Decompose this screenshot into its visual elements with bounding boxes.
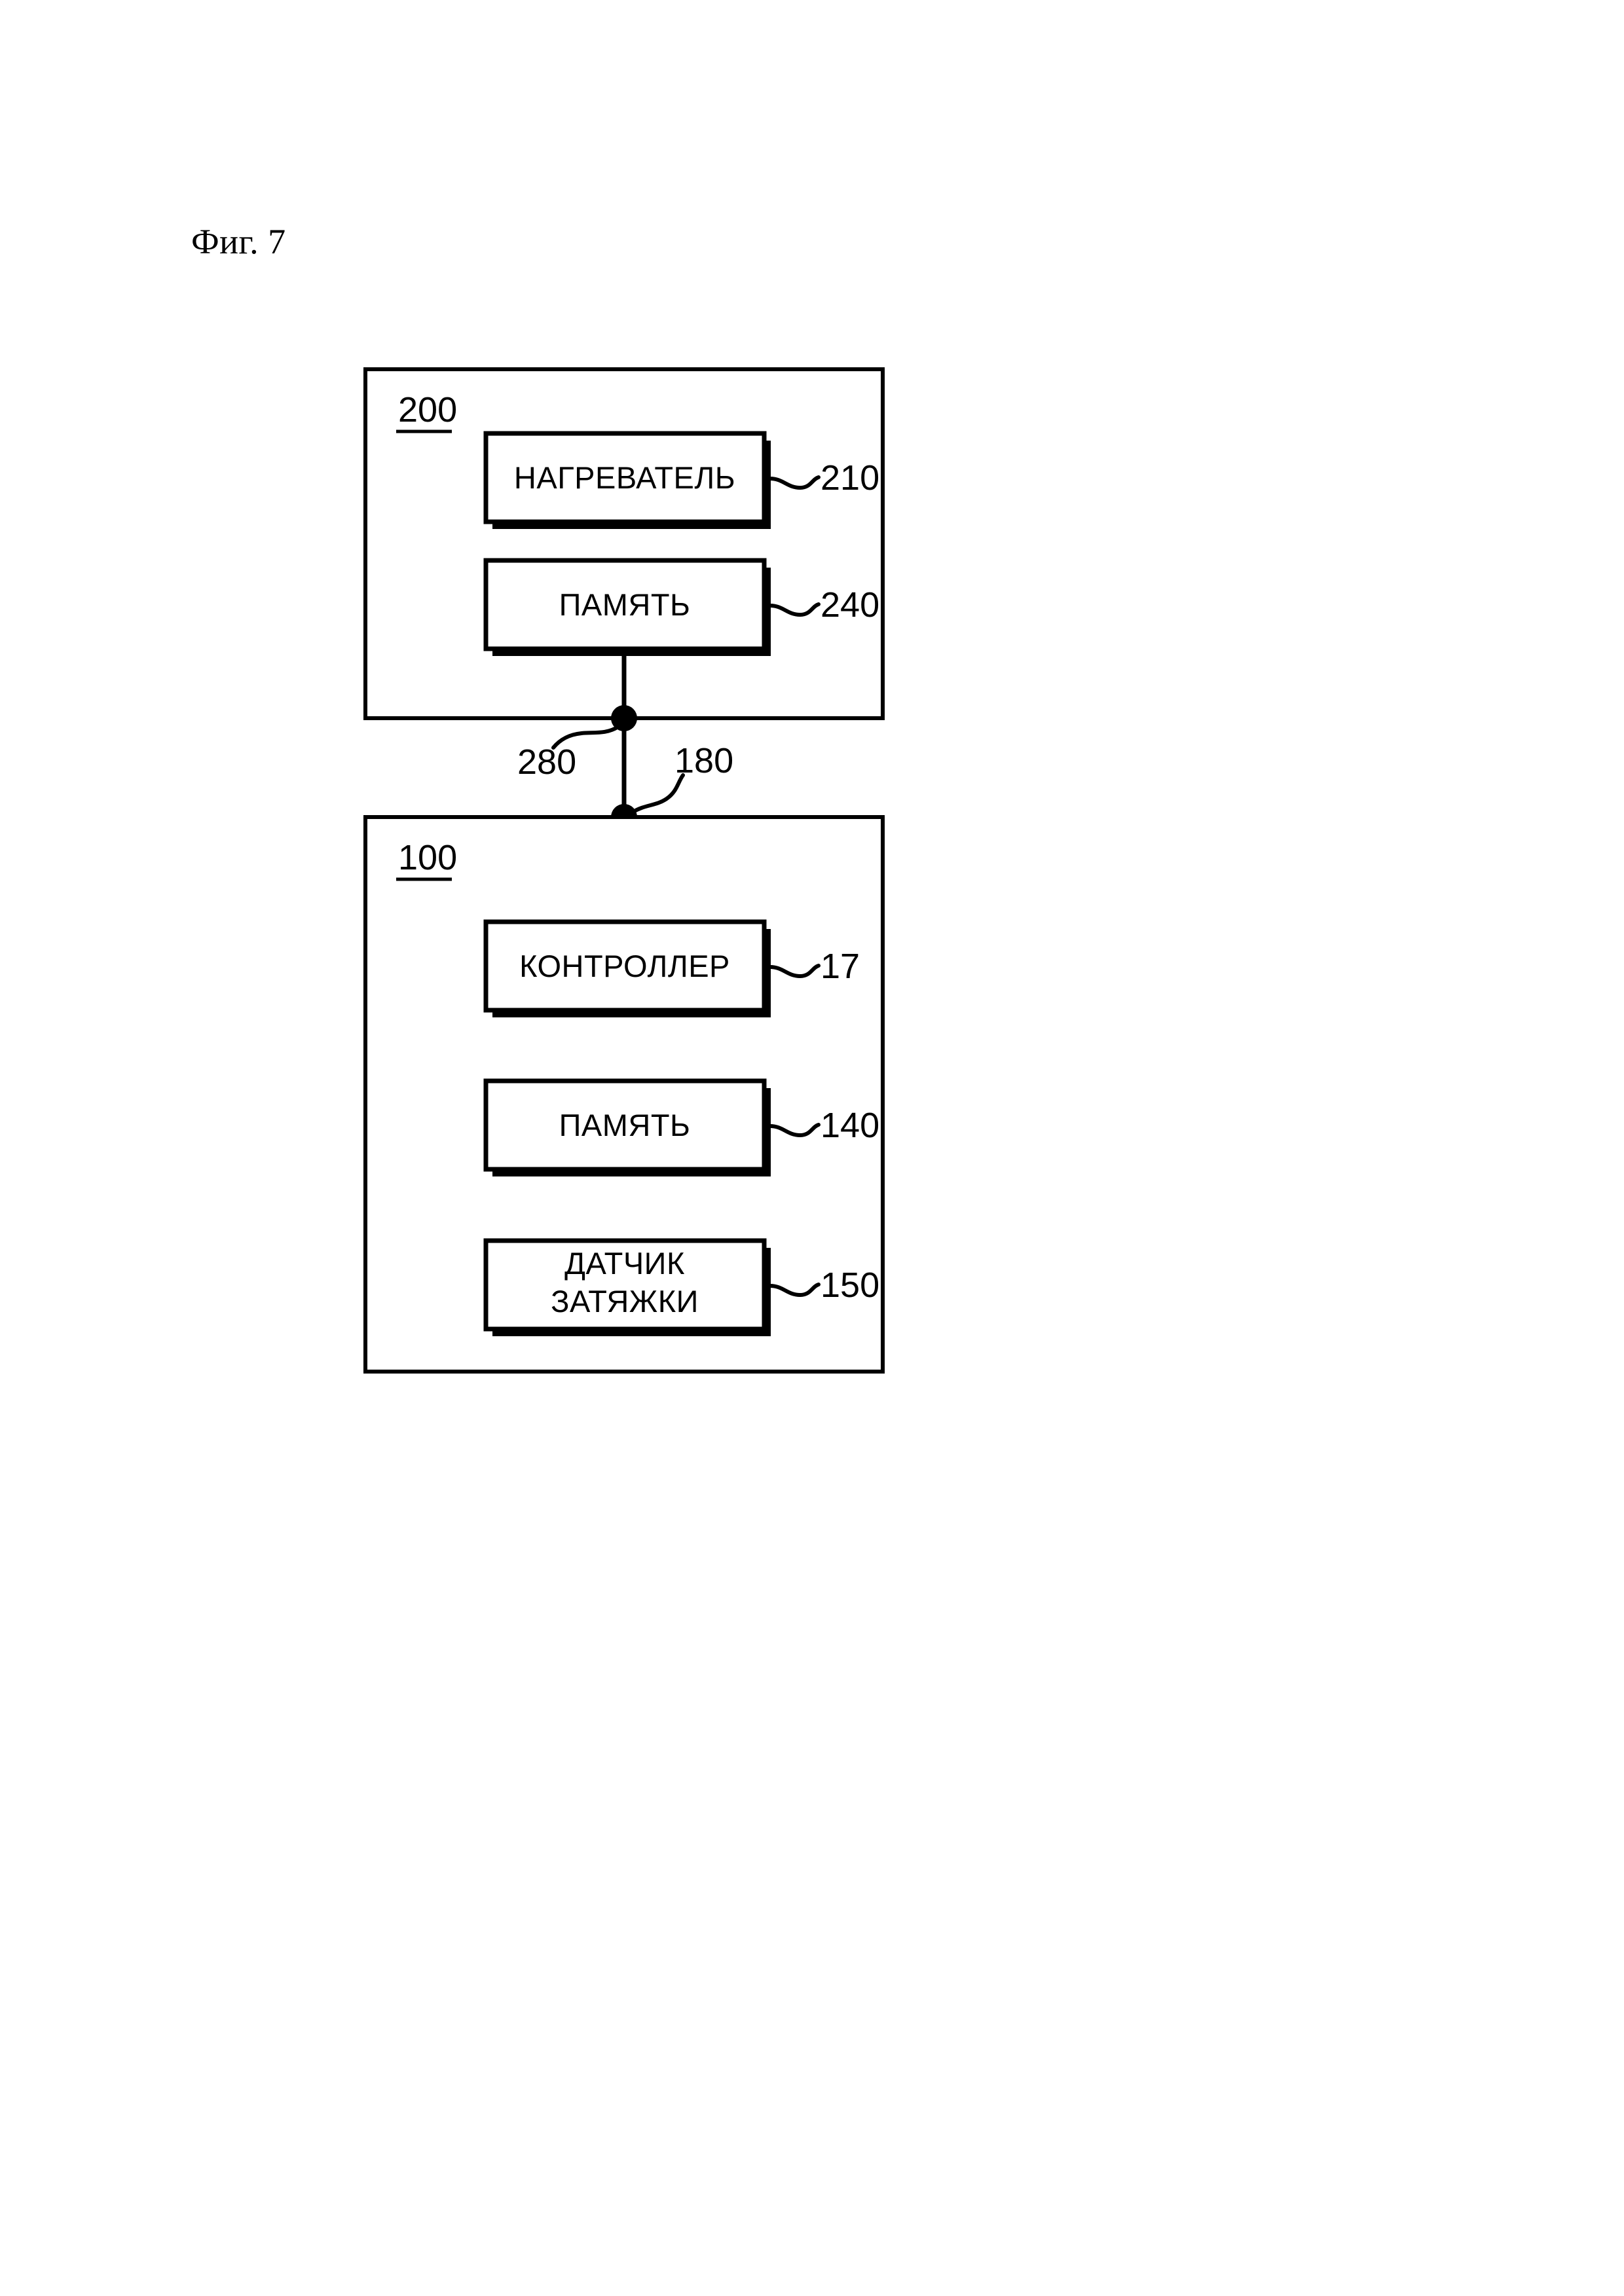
block-210: НАГРЕВАТЕЛЬ 210 [483, 431, 879, 529]
block-150-label-line2: ЗАТЯЖКИ [551, 1284, 699, 1319]
block-240-leader-line [768, 602, 821, 617]
group-200-ref: 200 [398, 390, 457, 429]
group-100: 100 КОНТРОЛЛЕР 17 ПАМЯТЬ 140 [363, 815, 885, 1374]
block-17-ref: 17 [821, 947, 860, 986]
block-140: ПАМЯТЬ 140 [483, 1078, 879, 1176]
block-210-label: НАГРЕВАТЕЛЬ [514, 460, 735, 495]
connector-280-ref: 280 [517, 742, 576, 782]
group-100-ref: 100 [398, 838, 457, 877]
block-150-ref: 150 [821, 1266, 879, 1305]
figure-label: Фиг. 7 [191, 222, 286, 261]
junction-dot-280 [611, 705, 637, 731]
block-140-label: ПАМЯТЬ [559, 1108, 691, 1142]
block-210-leader-line [768, 475, 821, 490]
connector-180-leader-line [631, 773, 685, 814]
block-140-ref: 140 [821, 1106, 879, 1145]
connector-280-leader-line [551, 725, 620, 750]
group-200: 200 НАГРЕВАТЕЛЬ 210 ПАМЯТЬ 240 [363, 367, 885, 720]
connector-180-ref: 180 [674, 741, 733, 780]
block-150-label-line1: ДАТЧИК [564, 1246, 685, 1281]
block-210-ref: 210 [821, 458, 879, 498]
block-240-label: ПАМЯТЬ [559, 587, 691, 622]
block-17-box [483, 919, 767, 1013]
block-140-box [483, 1078, 767, 1172]
block-150-leader-line [768, 1283, 821, 1297]
block-210-box [483, 431, 767, 524]
block-240-ref: 240 [821, 585, 879, 625]
block-17-label: КОНТРОЛЛЕР [519, 949, 730, 983]
block-240: ПАМЯТЬ 240 [483, 558, 879, 656]
block-17: КОНТРОЛЛЕР 17 [483, 919, 860, 1017]
block-240-box [483, 558, 767, 651]
block-140-leader-line [768, 1123, 821, 1137]
block-17-leader-line [768, 964, 821, 978]
block-150: ДАТЧИК ЗАТЯЖКИ 150 [483, 1238, 879, 1336]
block-150-box [483, 1238, 767, 1332]
